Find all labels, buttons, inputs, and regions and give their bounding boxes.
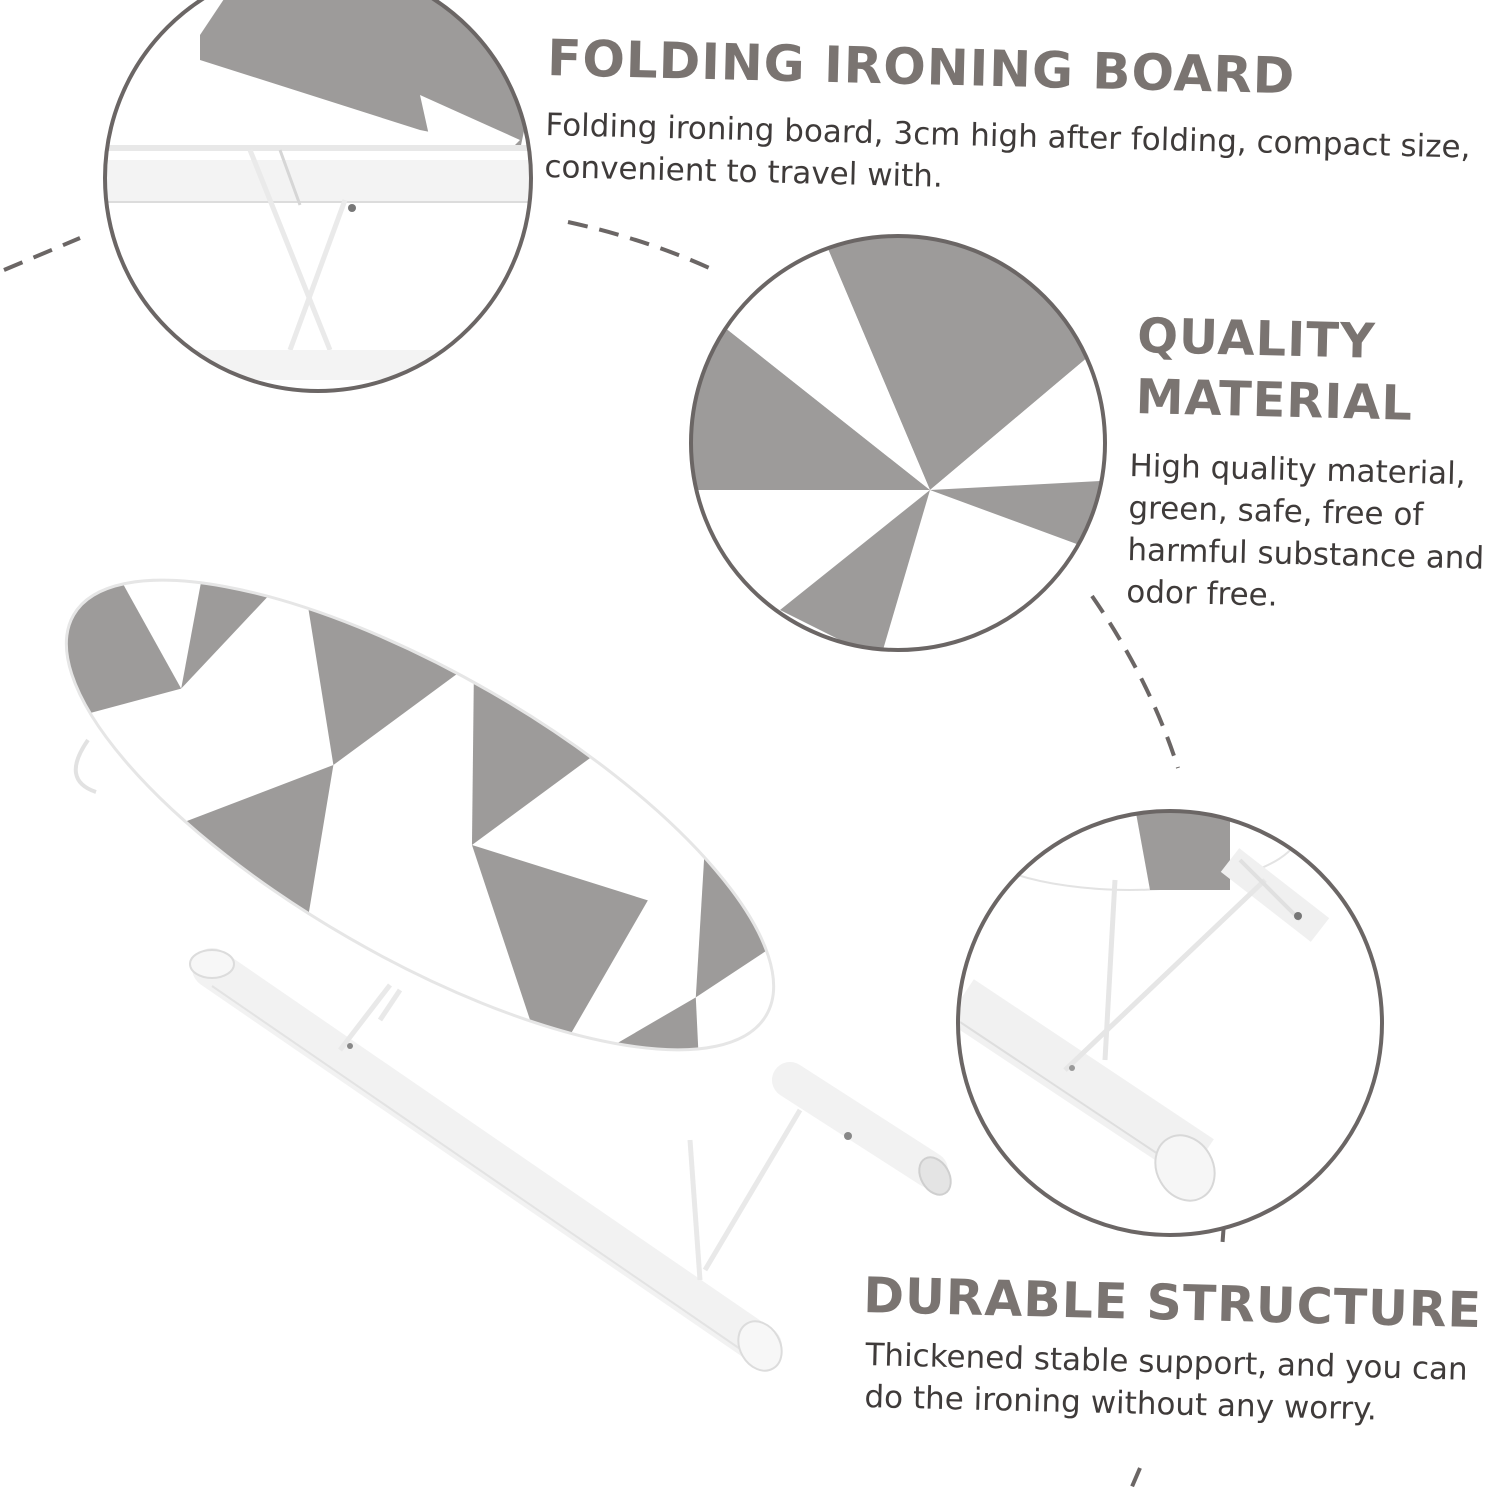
dashed-connectors	[3, 220, 1226, 1497]
feature-description-material: High quality material, green, safe, free…	[1125, 447, 1485, 615]
ironing-board-frame	[189, 948, 952, 1372]
hanging-loop	[73, 738, 97, 794]
feature-description-structure: Thickened stable support, and you can do…	[864, 1336, 1469, 1428]
feature-title-material: QUALITY MATERIAL	[1135, 307, 1414, 433]
detail-circle-structure	[956, 809, 1384, 1237]
detail-circle-material	[689, 234, 1107, 652]
detail-circle-folding	[103, 0, 533, 393]
